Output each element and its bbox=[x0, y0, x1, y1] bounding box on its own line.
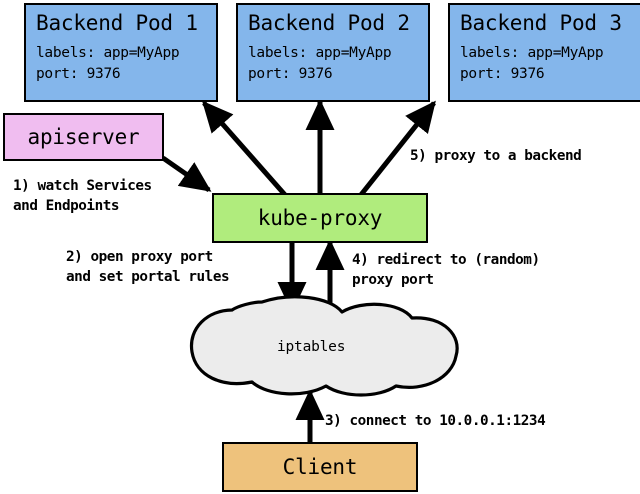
step-5-line-1: 5) proxy to a backend bbox=[410, 148, 582, 164]
step-1-line-1: 1) watch Services bbox=[13, 178, 152, 194]
backend-pod-2: Backend Pod 2 labels: app=MyApp port: 93… bbox=[236, 3, 430, 102]
apiserver-label: apiserver bbox=[27, 125, 140, 149]
step-3-annotation: 3) connect to 10.0.0.1:1234 bbox=[325, 411, 546, 431]
arrow-apiserver-to-kubeproxy bbox=[161, 155, 212, 193]
step-5-annotation: 5) proxy to a backend bbox=[410, 146, 582, 166]
pod-3-title: Backend Pod 3 bbox=[460, 11, 622, 35]
pod-2-title: Backend Pod 2 bbox=[248, 11, 410, 35]
step-2-line-2: and set portal rules bbox=[66, 269, 230, 285]
pod-1-labels: labels: app=MyApp bbox=[36, 45, 180, 61]
step-1-annotation: 1) watch Services and Endpoints bbox=[13, 176, 152, 216]
step-4-line-1: 4) redirect to (random) bbox=[352, 252, 540, 268]
pod-3-labels: labels: app=MyApp bbox=[460, 45, 604, 61]
pod-2-labels: labels: app=MyApp bbox=[248, 45, 392, 61]
step-4-annotation: 4) redirect to (random) proxy port bbox=[352, 250, 540, 290]
kube-proxy-label: kube-proxy bbox=[257, 206, 383, 230]
iptables-label: iptables bbox=[277, 339, 346, 355]
step-3-line-1: 3) connect to 10.0.0.1:1234 bbox=[325, 413, 546, 429]
pod-1-port: port: 9376 bbox=[36, 66, 121, 82]
kube-proxy-node: kube-proxy bbox=[212, 193, 428, 243]
step-2-line-1: 2) open proxy port bbox=[66, 249, 213, 265]
backend-pod-1: Backend Pod 1 labels: app=MyApp port: 93… bbox=[24, 3, 218, 102]
pod-3-port: port: 9376 bbox=[460, 66, 545, 82]
pod-1-title: Backend Pod 1 bbox=[36, 11, 198, 35]
step-1-line-2: and Endpoints bbox=[13, 198, 120, 214]
client-node: Client bbox=[222, 442, 418, 492]
step-4-line-2: proxy port bbox=[352, 272, 434, 288]
arrow-kubeproxy-to-pod1 bbox=[202, 100, 288, 198]
apiserver-node: apiserver bbox=[3, 113, 164, 161]
pod-2-port: port: 9376 bbox=[248, 66, 333, 82]
step-2-annotation: 2) open proxy port and set portal rules bbox=[66, 247, 230, 287]
backend-pod-3: Backend Pod 3 labels: app=MyApp port: 93… bbox=[448, 3, 640, 102]
client-label: Client bbox=[282, 455, 358, 479]
